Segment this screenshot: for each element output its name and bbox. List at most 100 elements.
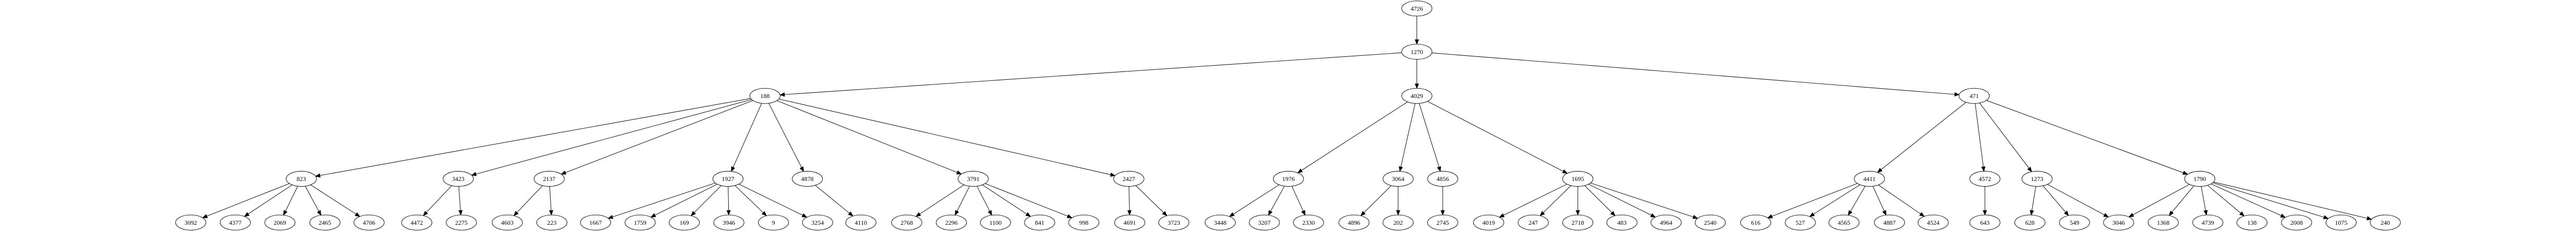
edge-line <box>1543 185 1571 213</box>
arrowhead-icon <box>2027 166 2032 173</box>
diagram-background <box>171 0 2374 194</box>
arrowhead-icon <box>1399 166 1403 172</box>
node-ellipse <box>1204 214 1236 230</box>
node-ellipse <box>1785 214 1816 230</box>
node-ellipse <box>1024 214 1055 230</box>
tree-node-4029: 4029 <box>1401 88 1433 104</box>
edge-471-to-4411 <box>1877 102 1967 173</box>
tree-node-3046: 3046 <box>2103 214 2134 230</box>
edge-3791-to-998 <box>985 183 1073 218</box>
node-label: 247 <box>1529 219 1538 226</box>
edge-line <box>2211 184 2281 216</box>
edge-line <box>2132 184 2190 215</box>
node-label: 1976 <box>1282 175 1295 183</box>
arrowhead-icon <box>1767 214 1773 218</box>
edge-1790-to-1075 <box>2213 183 2329 220</box>
node-ellipse <box>1401 1 1433 17</box>
node-ellipse <box>2103 214 2134 230</box>
edge-line <box>976 186 990 212</box>
node-ellipse <box>2325 214 2357 230</box>
edge-line <box>1772 183 1858 217</box>
edge-line <box>612 183 716 217</box>
edge-1927-to-1667 <box>607 183 716 219</box>
arrowhead-icon <box>458 210 463 216</box>
edge-line <box>1400 103 1415 167</box>
node-ellipse <box>2015 214 2046 230</box>
arrowhead-icon <box>1440 210 1445 216</box>
edge-1927-to-3254 <box>738 184 808 218</box>
node-label: 643 <box>1980 219 1989 226</box>
tree-node-4603: 4603 <box>492 214 523 230</box>
node-label: 4691 <box>1124 219 1136 226</box>
edge-4411-to-4565 <box>1848 186 1865 216</box>
node-label: 4603 <box>501 219 514 226</box>
node-label: 4110 <box>854 219 867 226</box>
edge-line <box>1291 186 1304 212</box>
node-label: 4896 <box>1348 219 1360 226</box>
node-label: 1927 <box>722 175 734 183</box>
node-label: 138 <box>2247 219 2256 226</box>
arrowhead-icon <box>1650 213 1656 218</box>
edge-4856-to-2745 <box>1440 186 1445 216</box>
arrowhead-icon <box>1229 212 1235 217</box>
arrowhead-icon <box>2128 213 2134 217</box>
arrowhead-icon <box>1437 166 1441 172</box>
tree-node-1927: 1927 <box>712 171 743 187</box>
edge-line <box>1301 101 1408 171</box>
tree-node-2540: 2540 <box>1694 214 1726 230</box>
node-label: 4029 <box>1411 92 1423 100</box>
tree-node-549: 549 <box>2059 214 2090 230</box>
edge-3064-to-202 <box>1396 186 1400 216</box>
tree-node-2768: 2768 <box>891 214 922 230</box>
tree-node-4726: 4726 <box>1401 1 1433 17</box>
edge-4878-to-4110 <box>815 185 853 217</box>
arrowhead-icon <box>1297 168 1303 174</box>
edge-line <box>768 103 802 168</box>
edge-1695-to-2540 <box>1590 183 1699 219</box>
arrowhead-icon <box>955 210 959 216</box>
node-label: 3207 <box>1258 219 1271 226</box>
tree-node-4739: 4739 <box>2192 214 2224 230</box>
node-ellipse <box>1338 214 1370 230</box>
node-ellipse <box>1918 214 1949 230</box>
edge-3423-to-2275 <box>458 186 463 216</box>
node-label: 4856 <box>1436 175 1449 183</box>
edge-line <box>654 184 717 216</box>
edge-line <box>728 186 729 211</box>
tree-node-4524: 4524 <box>1918 214 1949 230</box>
tree-node-841: 841 <box>1024 214 1055 230</box>
node-ellipse <box>1473 214 1504 230</box>
node-ellipse <box>1606 214 1638 230</box>
node-label: 2540 <box>1704 219 1716 226</box>
node-ellipse <box>175 214 206 230</box>
edge-4411-to-4524 <box>1878 185 1925 217</box>
edge-line <box>1850 186 1865 212</box>
tree-node-2137: 2137 <box>533 171 565 187</box>
node-ellipse <box>1828 214 1860 230</box>
edge-1790-to-2008 <box>2211 184 2286 218</box>
node-ellipse <box>2021 171 2053 187</box>
edge-1790-to-240 <box>2213 181 2372 221</box>
arrowhead-icon <box>1562 169 1568 174</box>
tree-node-2275: 2275 <box>446 214 477 230</box>
node-ellipse <box>2147 214 2179 230</box>
edge-1695-to-2718 <box>1576 186 1580 216</box>
edge-line <box>1590 183 1694 217</box>
node-label: 1790 <box>2193 175 2206 183</box>
edge-4029-to-3064 <box>1399 103 1415 172</box>
edge-line <box>1813 184 1860 215</box>
edge-line <box>985 183 1068 217</box>
node-label: 2330 <box>1302 219 1315 226</box>
node-label: 4739 <box>2202 219 2214 226</box>
node-label: 4019 <box>1482 219 1495 226</box>
tree-node-2008: 2008 <box>2281 214 2312 230</box>
node-label: 549 <box>2070 219 2079 226</box>
node-label: 4377 <box>229 219 241 226</box>
edge-line <box>735 185 764 213</box>
edge-4411-to-4887 <box>1872 186 1887 216</box>
edge-line <box>1975 103 1984 167</box>
node-label: 4887 <box>1883 219 1896 226</box>
node-label: 1368 <box>2157 219 2169 226</box>
edge-823-to-2069 <box>283 186 298 216</box>
